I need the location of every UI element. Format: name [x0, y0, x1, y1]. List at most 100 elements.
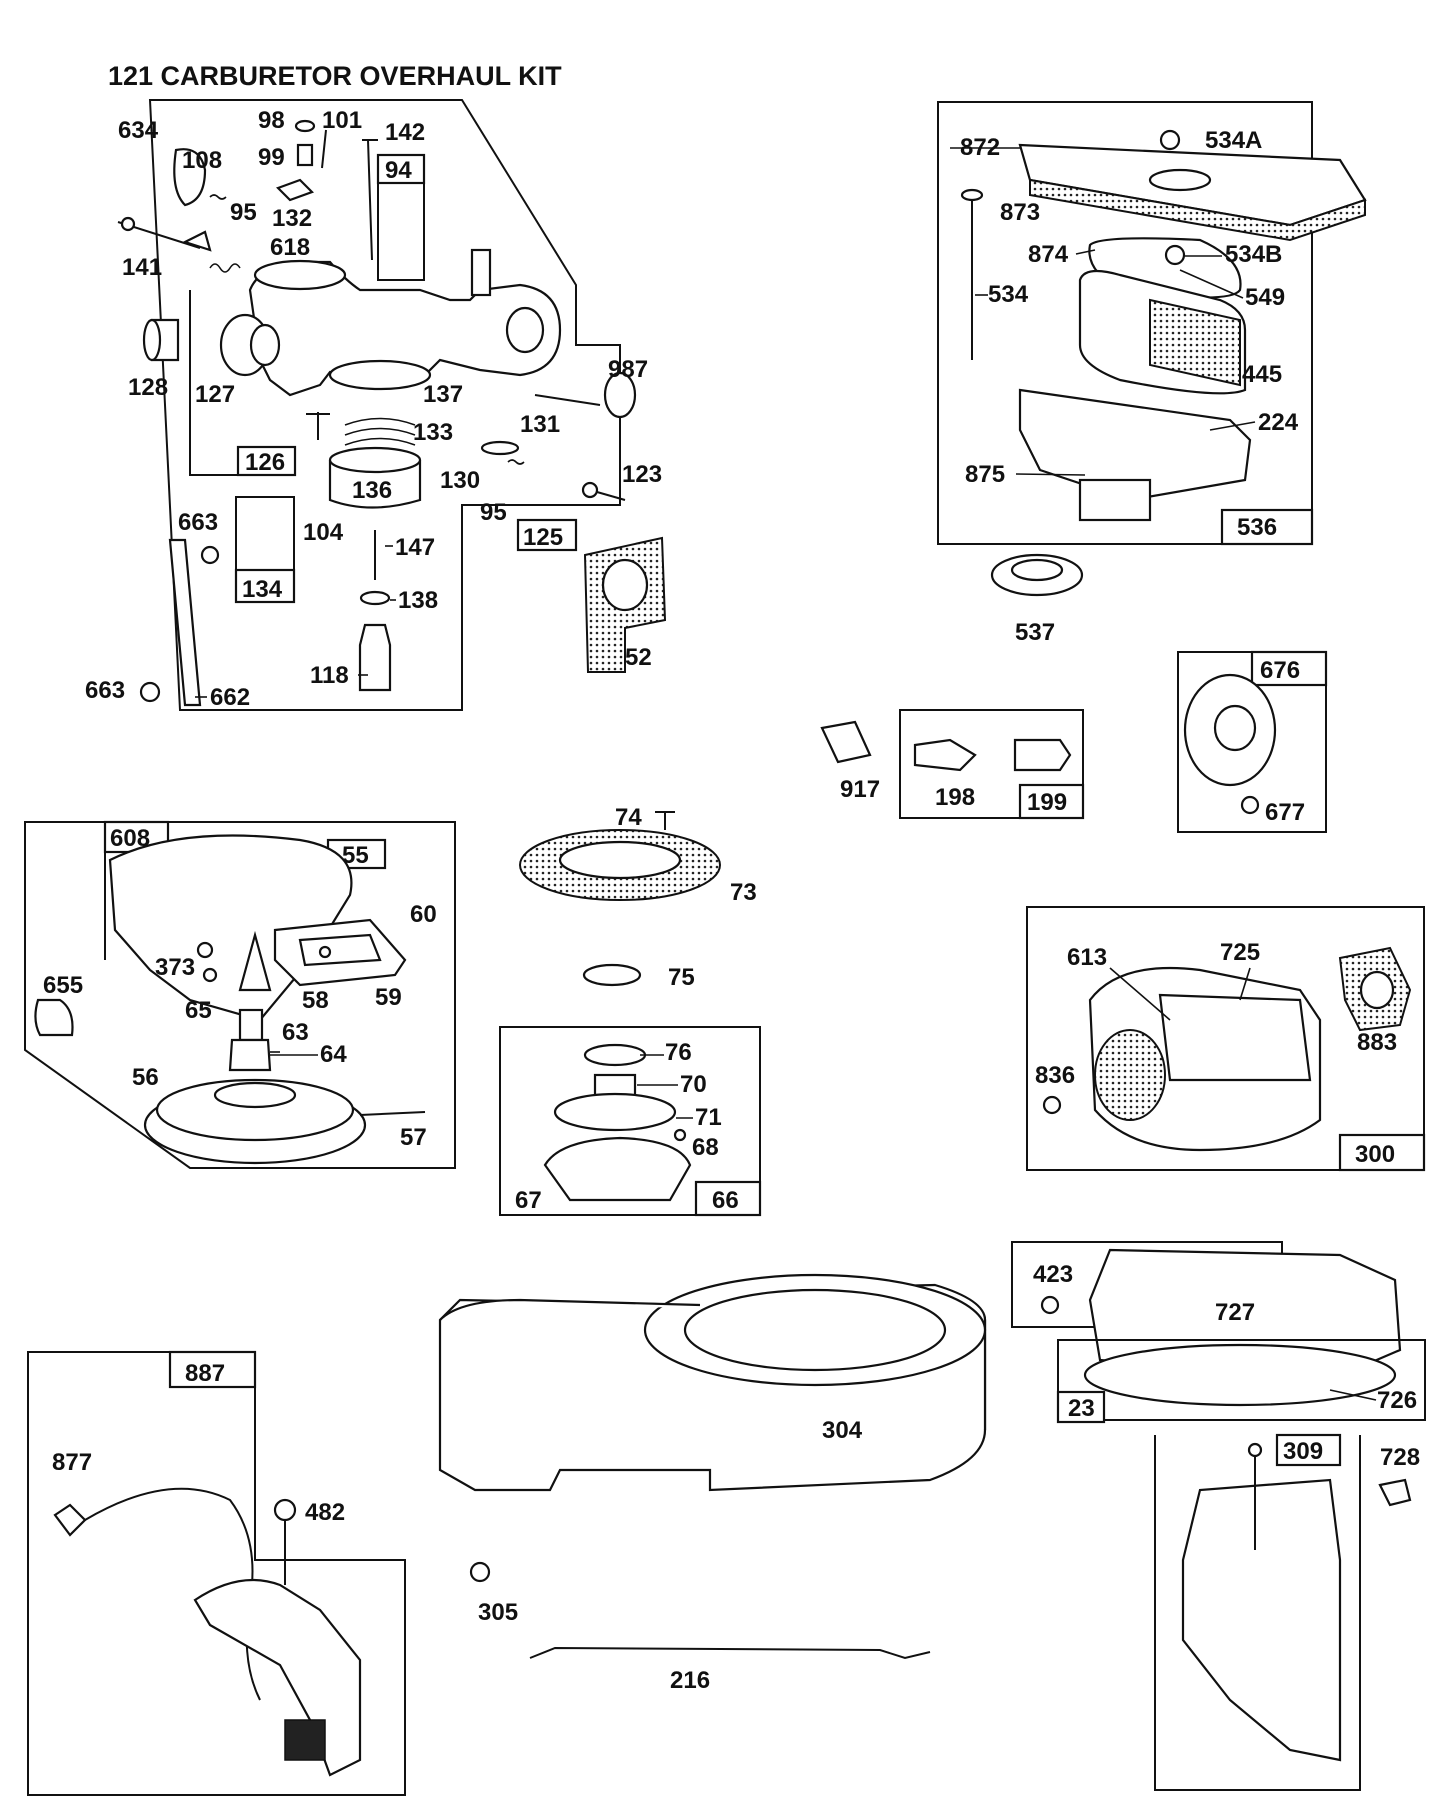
label-137: 137 — [423, 381, 463, 408]
fuel-fitting-group — [820, 709, 1085, 820]
label-549: 549 — [1245, 284, 1285, 311]
label-728: 728 — [1380, 1444, 1420, 1471]
box-23-tag — [1056, 1390, 1106, 1424]
label-130: 130 — [440, 467, 480, 494]
screw-123-head — [581, 481, 599, 499]
label-136: 136 — [352, 477, 392, 504]
leader-725 — [1239, 967, 1251, 1001]
filter-cap-group — [1177, 650, 1328, 833]
cup-64 — [228, 1038, 272, 1072]
part-373 — [196, 941, 214, 959]
label-65: 65 — [185, 997, 212, 1024]
blower-housing-304-edge — [439, 1298, 701, 1321]
label-445: 445 — [1242, 361, 1282, 388]
air-cleaner-group — [937, 101, 1367, 597]
box-676-tag — [1250, 650, 1328, 687]
label-917: 917 — [840, 776, 880, 803]
filter-445-mesh — [1149, 298, 1241, 387]
leader-726 — [1329, 1389, 1377, 1401]
screw-482 — [273, 1498, 297, 1522]
label-70: 70 — [680, 1071, 707, 1098]
label-618: 618 — [270, 234, 310, 261]
part-101 — [321, 129, 327, 169]
leader-875 — [1015, 473, 1086, 476]
box-126-tag — [236, 445, 297, 477]
label-725: 725 — [1220, 939, 1260, 966]
label-125: 125 — [523, 524, 563, 551]
label-63: 63 — [282, 1019, 309, 1046]
label-873: 873 — [1000, 199, 1040, 226]
label-64: 64 — [320, 1041, 347, 1068]
box-300-outline — [1026, 906, 1425, 1171]
flywheel-parts-group — [499, 811, 762, 1217]
box-536-tag — [1220, 508, 1314, 546]
gasket-52-hole — [601, 558, 649, 612]
label-142: 142 — [385, 119, 425, 146]
part-655 — [34, 998, 74, 1037]
box-66-outline — [499, 1026, 761, 1216]
shaft-131 — [534, 394, 601, 406]
float-bowl-rim — [328, 359, 432, 391]
screw-534-head — [960, 188, 984, 202]
armature-group — [27, 1350, 406, 1796]
label-608: 608 — [110, 825, 150, 852]
foam-873 — [1029, 178, 1366, 242]
spike-center — [238, 930, 272, 992]
part-71 — [553, 1092, 677, 1132]
label-216: 216 — [670, 1667, 710, 1694]
label-126: 126 — [245, 449, 285, 476]
pulley-56-top — [155, 1078, 355, 1142]
label-134: 134 — [242, 576, 283, 603]
part-labels: 634 98 101 142 99 108 94 95 132 618 141 … — [43, 107, 1420, 1694]
label-98: 98 — [258, 107, 285, 134]
label-58: 58 — [302, 987, 329, 1014]
part-68 — [673, 1128, 687, 1142]
carburetor-throat — [253, 259, 347, 291]
label-123: 123 — [622, 461, 662, 488]
screw-836 — [1042, 1095, 1062, 1115]
screw-423 — [1040, 1295, 1060, 1315]
plug-877 — [53, 1503, 87, 1537]
screw-65 — [202, 967, 218, 983]
box-23-outline — [1057, 1339, 1426, 1421]
clutch-67 — [543, 1136, 692, 1202]
washer-75 — [582, 963, 642, 987]
ring-537-inner — [1010, 558, 1064, 582]
label-613: 613 — [1067, 944, 1107, 971]
part-58 — [318, 945, 332, 959]
label-877: 877 — [52, 1449, 92, 1476]
cap-676-center — [1213, 704, 1257, 752]
clip-95a — [209, 194, 227, 200]
box-94-tag — [376, 153, 426, 185]
box-198-outline — [899, 709, 1084, 819]
label-60: 60 — [410, 901, 437, 928]
fitting-199 — [1013, 738, 1072, 772]
label-309: 309 — [1283, 1438, 1323, 1465]
label-536: 536 — [1237, 514, 1277, 541]
label-655: 655 — [43, 972, 83, 999]
label-101: 101 — [322, 107, 362, 134]
label-423: 423 — [1033, 1261, 1073, 1288]
screw-677 — [1240, 795, 1260, 815]
armature-887 — [193, 1578, 362, 1777]
screw-534B — [1164, 244, 1186, 266]
label-726: 726 — [1377, 1387, 1417, 1414]
screw-74 — [655, 811, 675, 830]
spring-133 — [344, 417, 416, 446]
label-676: 676 — [1260, 657, 1300, 684]
label-94: 94 — [385, 157, 412, 184]
link-662 — [168, 538, 202, 707]
pawl-59 — [298, 933, 382, 967]
label-104: 104 — [303, 519, 344, 546]
leader-874 — [1075, 249, 1096, 255]
label-73: 73 — [730, 879, 757, 906]
label-57: 57 — [400, 1124, 427, 1151]
float-bowl-136-top — [328, 446, 422, 474]
label-224: 224 — [1258, 409, 1299, 436]
part-130 — [480, 440, 520, 456]
wire-877 — [84, 1487, 261, 1701]
label-118: 118 — [310, 662, 349, 689]
label-663a: 663 — [178, 509, 218, 536]
screw-142 — [362, 139, 378, 261]
